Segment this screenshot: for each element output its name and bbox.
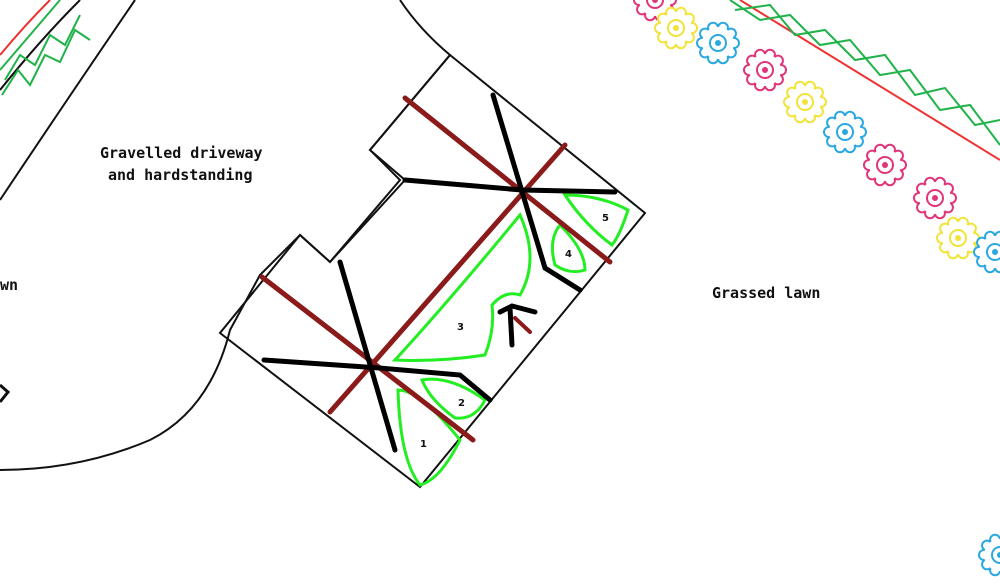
bed-number-3: 3: [457, 322, 464, 333]
bed-number-1: 1: [420, 439, 427, 450]
arrow-icon: [497, 303, 538, 348]
right-border: [729, 0, 1000, 161]
flower-icon: [973, 230, 1000, 274]
flower-icon: [743, 48, 787, 92]
flower-icon: [696, 21, 740, 65]
edge-marker: [0, 383, 11, 403]
driveway-label-line1: Gravelled driveway: [100, 144, 263, 162]
lawn-label-left: wn: [0, 276, 18, 294]
bed-number-5: 5: [602, 213, 609, 224]
flower-icon: [863, 143, 907, 187]
flower-icon: [654, 6, 698, 50]
bed-4-shape: [550, 222, 587, 274]
black-path-lines: [261, 92, 618, 453]
flower-icon: [823, 110, 867, 154]
driveway-label-line2: and hardstanding: [108, 166, 253, 184]
planting-beds: [391, 193, 630, 487]
flower-row: [633, 0, 1000, 577]
flower-icon: [783, 80, 827, 124]
lawn-label: Grassed lawn: [712, 284, 820, 302]
left-hedge-border: [0, 0, 136, 201]
bed-2-shape: [419, 377, 487, 420]
building-outline: [218, 53, 647, 489]
bed-number-2: 2: [458, 398, 465, 409]
red-cross-lines: [259, 95, 613, 443]
flower-icon: [978, 533, 1000, 577]
flower-icon: [913, 176, 957, 220]
flower-icon: [936, 216, 980, 260]
driveway-boundary: [0, 0, 452, 471]
bed-number-4: 4: [565, 249, 572, 260]
bed-5-shape: [562, 193, 630, 248]
bed-3-shape: [391, 212, 532, 362]
